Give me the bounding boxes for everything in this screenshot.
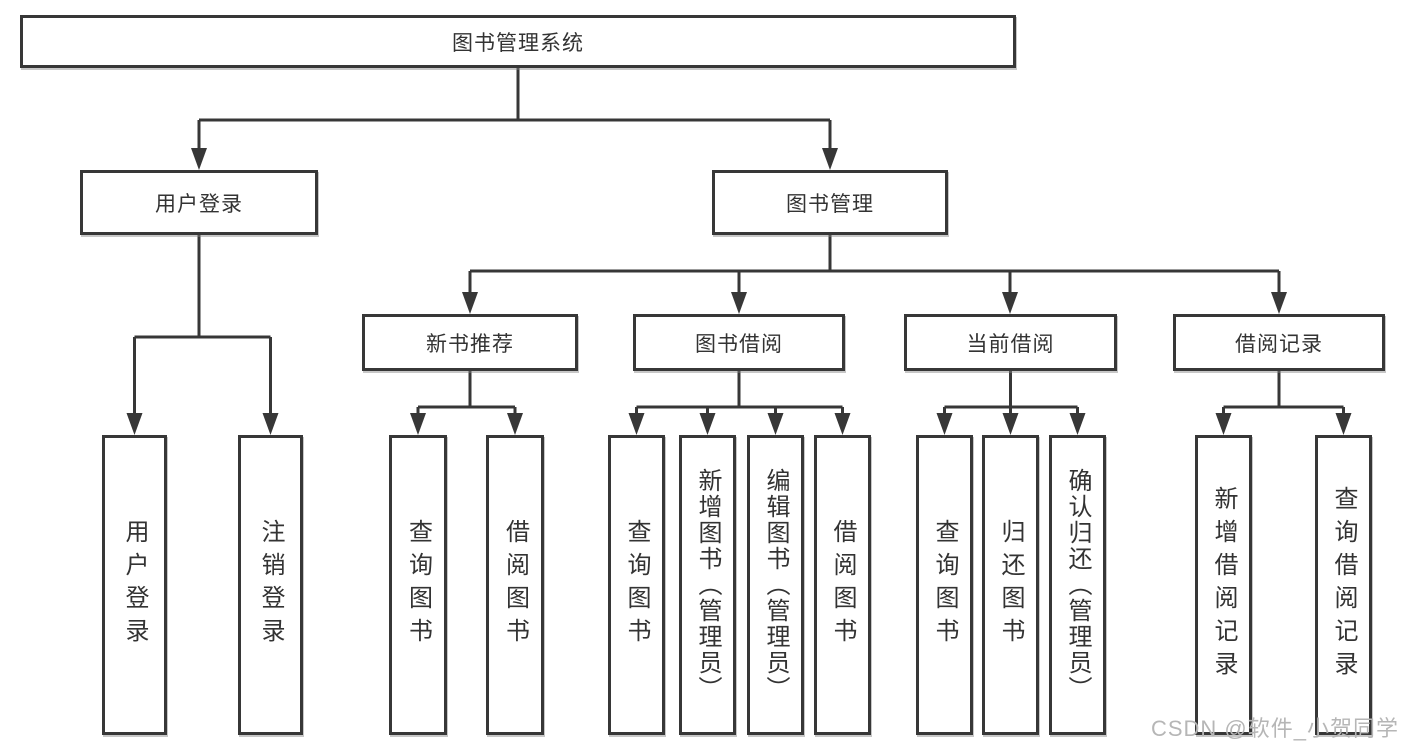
node-leaf-nbr-borrow-books: 借阅图书: [486, 435, 544, 735]
node-user-login-branch: 用户登录: [80, 170, 318, 235]
watermark: CSDN @软件_小贺同学: [1150, 716, 1399, 741]
node-leaf-nbr-query-books: 查询图书: [389, 435, 447, 735]
connector-user-login: [133, 235, 272, 415]
node-leaf-cb-confirm-return-admin: 确认归还（管理员）: [1049, 435, 1106, 735]
arrowheads: [126, 148, 1352, 435]
connector-book-management: [468, 235, 1281, 294]
node-leaf-br-query-record: 查询借阅记录: [1315, 435, 1372, 735]
node-new-book-recommend: 新书推荐: [362, 314, 578, 371]
node-leaf-cb-query-books: 查询图书: [916, 435, 973, 735]
node-leaf-bb-add-books-admin: 新增图书（管理员）: [679, 435, 736, 735]
connector-new-book-recommend: [416, 371, 517, 415]
node-leaf-bb-query-books: 查询图书: [608, 435, 665, 735]
node-leaf-user-login: 用户登录: [102, 435, 167, 735]
connector-root: [197, 68, 832, 150]
connector-book-borrowing: [635, 371, 844, 415]
connector-current-borrowing: [943, 371, 1079, 415]
connector-borrowing-records: [1222, 371, 1345, 415]
node-borrowing-records: 借阅记录: [1173, 314, 1385, 371]
node-leaf-cb-return-books: 归还图书: [982, 435, 1039, 735]
node-leaf-br-add-record: 新增借阅记录: [1195, 435, 1252, 735]
node-book-management: 图书管理: [712, 170, 948, 235]
node-book-borrowing: 图书借阅: [633, 314, 845, 371]
node-current-borrowing: 当前借阅: [904, 314, 1117, 371]
node-leaf-bb-borrow-books: 借阅图书: [814, 435, 871, 735]
node-book-management-system: 图书管理系统: [20, 15, 1016, 68]
node-leaf-bb-edit-books-admin: 编辑图书（管理员）: [747, 435, 804, 735]
node-leaf-logout: 注销登录: [238, 435, 303, 735]
